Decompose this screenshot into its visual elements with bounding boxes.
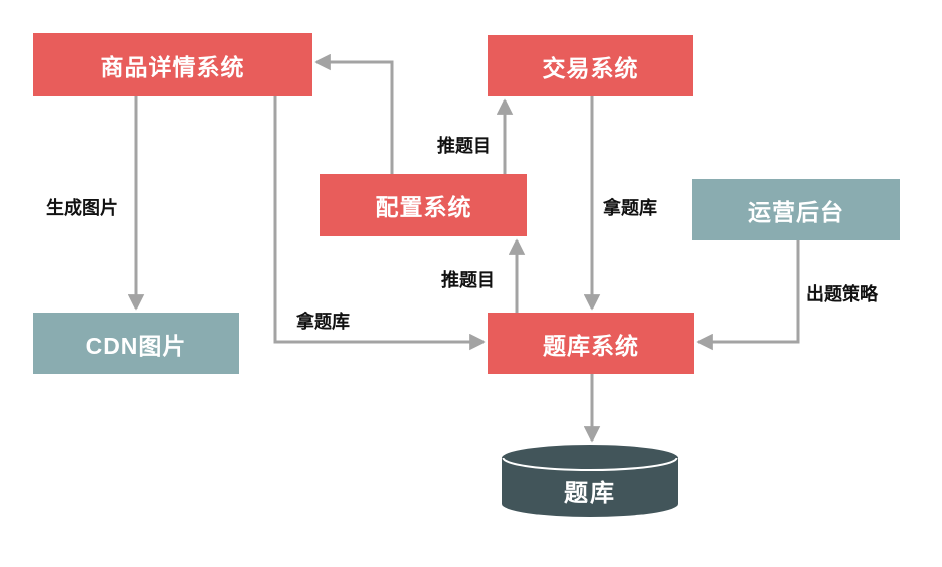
node-product-detail-system: 商品详情系统	[33, 33, 312, 96]
node-question-bank-system-label: 题库系统	[543, 332, 639, 359]
node-question-bank-system: 题库系统	[488, 313, 694, 374]
edge-label-push-questions-top: 推题目	[437, 136, 491, 156]
edge-config-to-product-detail	[314, 53, 394, 174]
node-trade-system-label: 交易系统	[542, 54, 639, 81]
node-trade-system: 交易系统	[488, 35, 693, 96]
database-cylinder-shape	[502, 445, 678, 517]
node-config-system-label: 配置系统	[375, 194, 472, 220]
edge-label-fetch-question-bank-left: 拿题库	[296, 312, 350, 332]
edge-label-fetch-question-bank-right: 拿题库	[603, 198, 657, 218]
edge-label-question-strategy: 出题策略	[806, 284, 878, 304]
node-cdn-images-label: CDN图片	[85, 332, 187, 359]
node-question-bank-database: 题库	[502, 445, 678, 517]
node-ops-backend-label: 运营后台	[748, 198, 844, 225]
edge-ops-backend-to-qbank-system	[696, 240, 800, 351]
node-config-system: 配置系统	[320, 174, 527, 236]
node-question-bank-database-label: 题库	[564, 479, 616, 507]
edge-label-generate-image: 生成图片	[46, 198, 118, 218]
edge-label-push-questions-bottom: 推题目	[441, 270, 495, 290]
node-cdn-images: CDN图片	[33, 313, 239, 374]
node-product-detail-system-label: 商品详情系统	[100, 53, 245, 80]
node-ops-backend: 运营后台	[692, 179, 900, 240]
